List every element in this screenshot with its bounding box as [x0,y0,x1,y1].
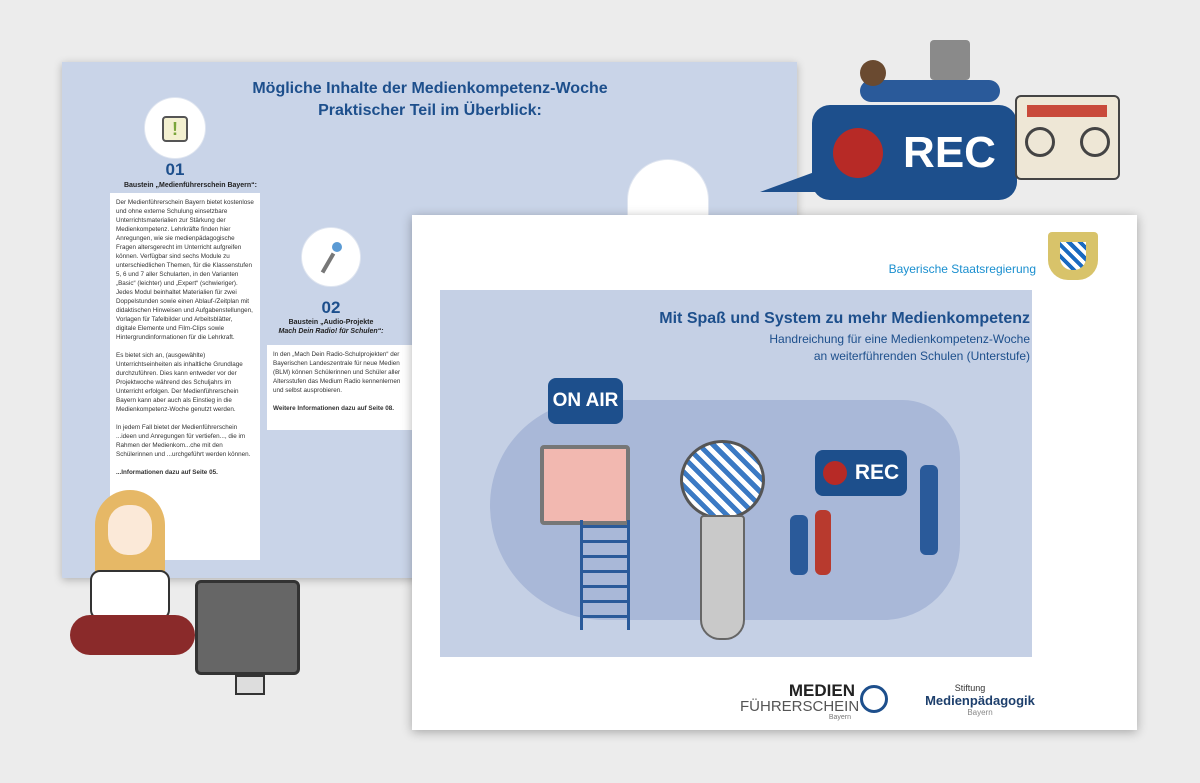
cover-title: Mit Spaß und System zu mehr Medienkompet… [659,310,1030,327]
mf-logo-icon [860,685,888,713]
logo-text: Bayern [967,708,993,717]
module-heading: Baustein „Medienführerschein Bayern“: [123,182,258,189]
on-air-bubble: ON AIR [548,378,623,424]
logo-text: Stiftung [954,683,986,693]
more-info: ...Informationen dazu auf Seite 05. [116,469,218,476]
medienfuehrerschein-logo: MEDIEN FÜHRERSCHEIN Bayern [740,681,860,721]
publisher-label: Bayerische Staatsregierung [888,262,1036,276]
logo-text: Bayern [828,714,851,721]
giant-microphone-body [700,515,745,640]
students-illustration [780,465,940,615]
reading-person-illustration [860,40,1010,115]
back-title: Mögliche Inhalte der Medienkompetenz-Woc… [252,80,608,97]
module-number: 02 [321,298,341,317]
monitor-stand [235,675,265,695]
module-paragraph: In jedem Fall bietet der Medienführersch… [116,424,251,458]
logo-text: Medienpädagogik [925,693,1035,708]
microphone-icon [302,228,360,286]
module-text-box: Der Medienführerschein Bayern bietet kos… [110,193,260,560]
module-text-box: In den „Mach Dein Radio-Schulprojekten“ … [267,345,412,430]
more-info: Weitere Informationen dazu auf Seite 08. [273,405,394,412]
record-dot-icon [822,461,847,485]
module-paragraph: Es bietet sich an, (ausgewählte) Unterri… [116,352,243,413]
exclamation-key-icon: ! [145,98,205,158]
rec-small-bubble: REC [815,450,907,496]
boombox-icon [1015,95,1120,180]
ladder-illustration [580,520,630,630]
giant-microphone-head [680,440,765,520]
monitor-illustration [195,580,300,675]
bubble-tail [760,170,820,192]
rec-speech-bubble: REC [812,105,1017,200]
module-paragraph: Der Medienführerschein Bayern bietet kos… [116,199,254,341]
girl-illustration [70,490,200,670]
module-paragraph: In den „Mach Dein Radio-Schulprojekten“ … [273,351,401,394]
module-number: 01 [165,160,185,179]
back-subtitle: Praktischer Teil im Überblick: [318,102,542,119]
rec-label: REC [854,461,900,484]
rec-label: REC [903,127,996,177]
logo-text: FÜHRERSCHEIN [740,698,860,715]
record-dot-icon [833,127,884,178]
screen-singer-illustration [540,445,630,525]
people-illustration [628,160,708,220]
bavarian-coat-of-arms-icon [1048,232,1098,280]
logo-text: MEDIEN [788,681,855,700]
cover-subtitle: Handreichung für eine Medienkompetenz-Wo… [769,332,1030,363]
stiftung-medienpaedagogik-logo: Stiftung Medienpädagogik Bayern [925,683,1035,717]
